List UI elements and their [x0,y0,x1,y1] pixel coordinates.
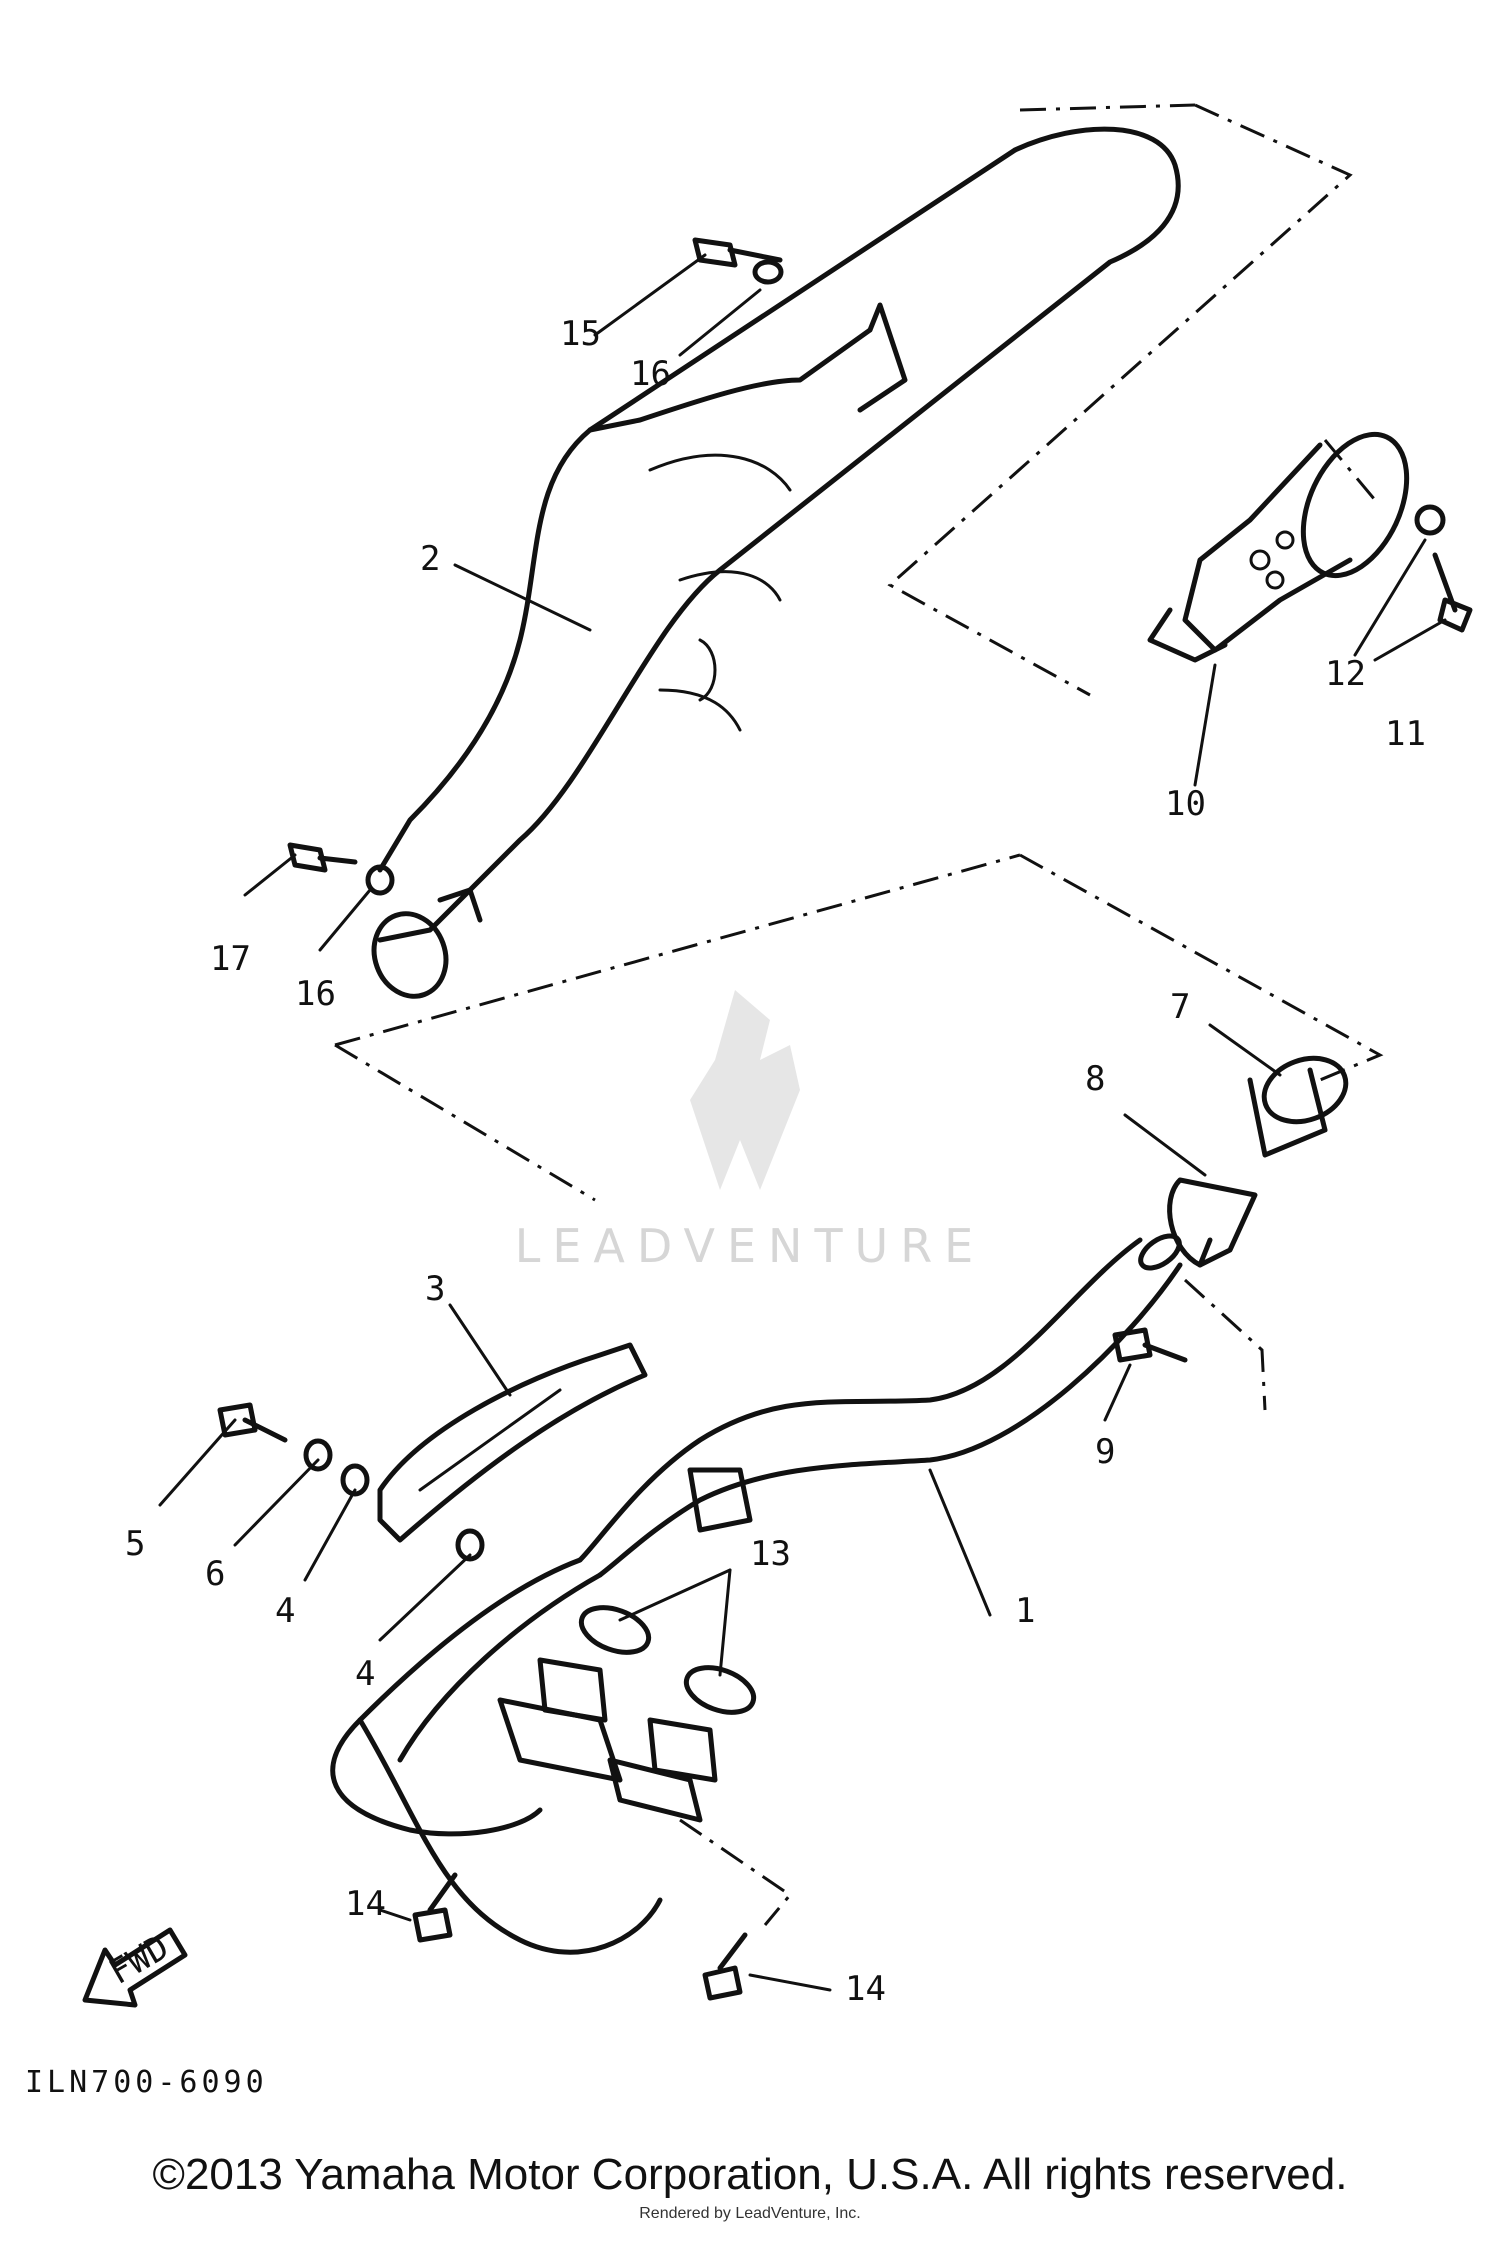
callout-8: 8 [1085,1059,1105,1099]
callout-1: 1 [1015,1591,1035,1631]
callout-15: 15 [560,314,601,354]
callout-2: 2 [420,539,440,579]
callout-5: 5 [125,1524,145,1564]
callout-4b: 4 [355,1654,375,1694]
upper-fasteners [287,237,1473,896]
joint-gaskets [1167,1055,1349,1268]
callout-10: 10 [1165,784,1206,824]
fwd-label: FWD [103,1927,176,1992]
callout-3: 3 [425,1269,445,1309]
callout-4a: 4 [275,1591,295,1631]
lower-fasteners [217,1327,1188,1562]
callout-9: 9 [1095,1432,1115,1472]
callout-16b: 16 [295,974,336,1014]
callout-13: 13 [750,1534,791,1574]
callout-11: 11 [1385,714,1426,754]
callout-6: 6 [205,1554,225,1594]
exhaust-pipe-part [330,1233,1183,1955]
silencer-part [371,126,1181,999]
flanges-and-gaskets [412,1605,757,2001]
rendered-by-notice: Rendered by LeadVenture, Inc. [639,2205,861,2222]
drawing-code: ILN700-6090 [25,2065,268,2100]
callout-7: 7 [1170,987,1190,1027]
leader-lines [158,253,1447,1992]
callout-14b: 14 [845,1969,886,2009]
callout-labels: 1 2 3 4 4 5 6 7 8 9 10 11 12 13 14 14 15… [125,314,1426,2009]
callout-14a: 14 [345,1884,386,1924]
spark-arrester-part [1147,431,1410,663]
fwd-arrow-icon: FWD [82,1927,188,2008]
heat-protector-part [377,1342,648,1543]
watermark-text: LEADVENTURE [515,1219,986,1273]
watermark: LEADVENTURE [515,990,986,1273]
callout-12: 12 [1325,654,1366,694]
callout-17: 17 [210,939,251,979]
callout-16a: 16 [630,354,671,394]
copyright-notice: ©2013 Yamaha Motor Corporation, U.S.A. A… [152,2150,1348,2199]
